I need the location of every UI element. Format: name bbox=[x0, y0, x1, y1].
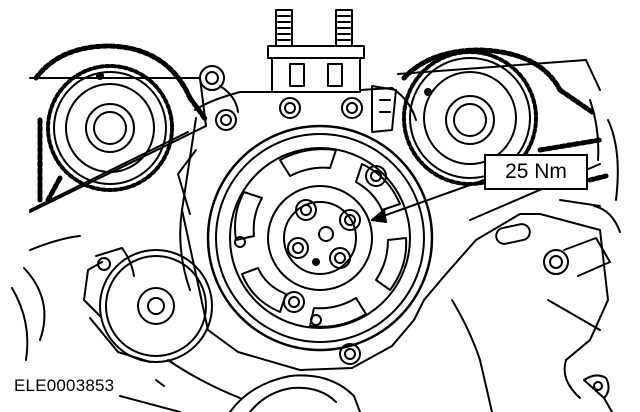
left-timing-chain bbox=[33, 43, 209, 203]
hub-bolts bbox=[287, 199, 361, 269]
mounting-block bbox=[267, 9, 397, 133]
main-pulley bbox=[206, 124, 434, 352]
timing-cover-outline bbox=[29, 59, 619, 412]
left-camshaft-sprocket bbox=[46, 64, 174, 192]
torque-leader-arrow bbox=[371, 179, 485, 223]
figure-id-label: ELE0003853 bbox=[14, 376, 115, 395]
torque-label: 25 Nm bbox=[505, 160, 567, 183]
lower-pulley-fragment bbox=[155, 374, 613, 412]
auxiliary-tensioner bbox=[11, 247, 213, 363]
housing-bolts bbox=[215, 97, 611, 365]
cover-slots bbox=[495, 199, 621, 245]
torque-callout-box: 25 Nm bbox=[484, 154, 588, 190]
tensioner-bolt bbox=[199, 65, 239, 113]
right-timing-chain bbox=[401, 47, 609, 183]
